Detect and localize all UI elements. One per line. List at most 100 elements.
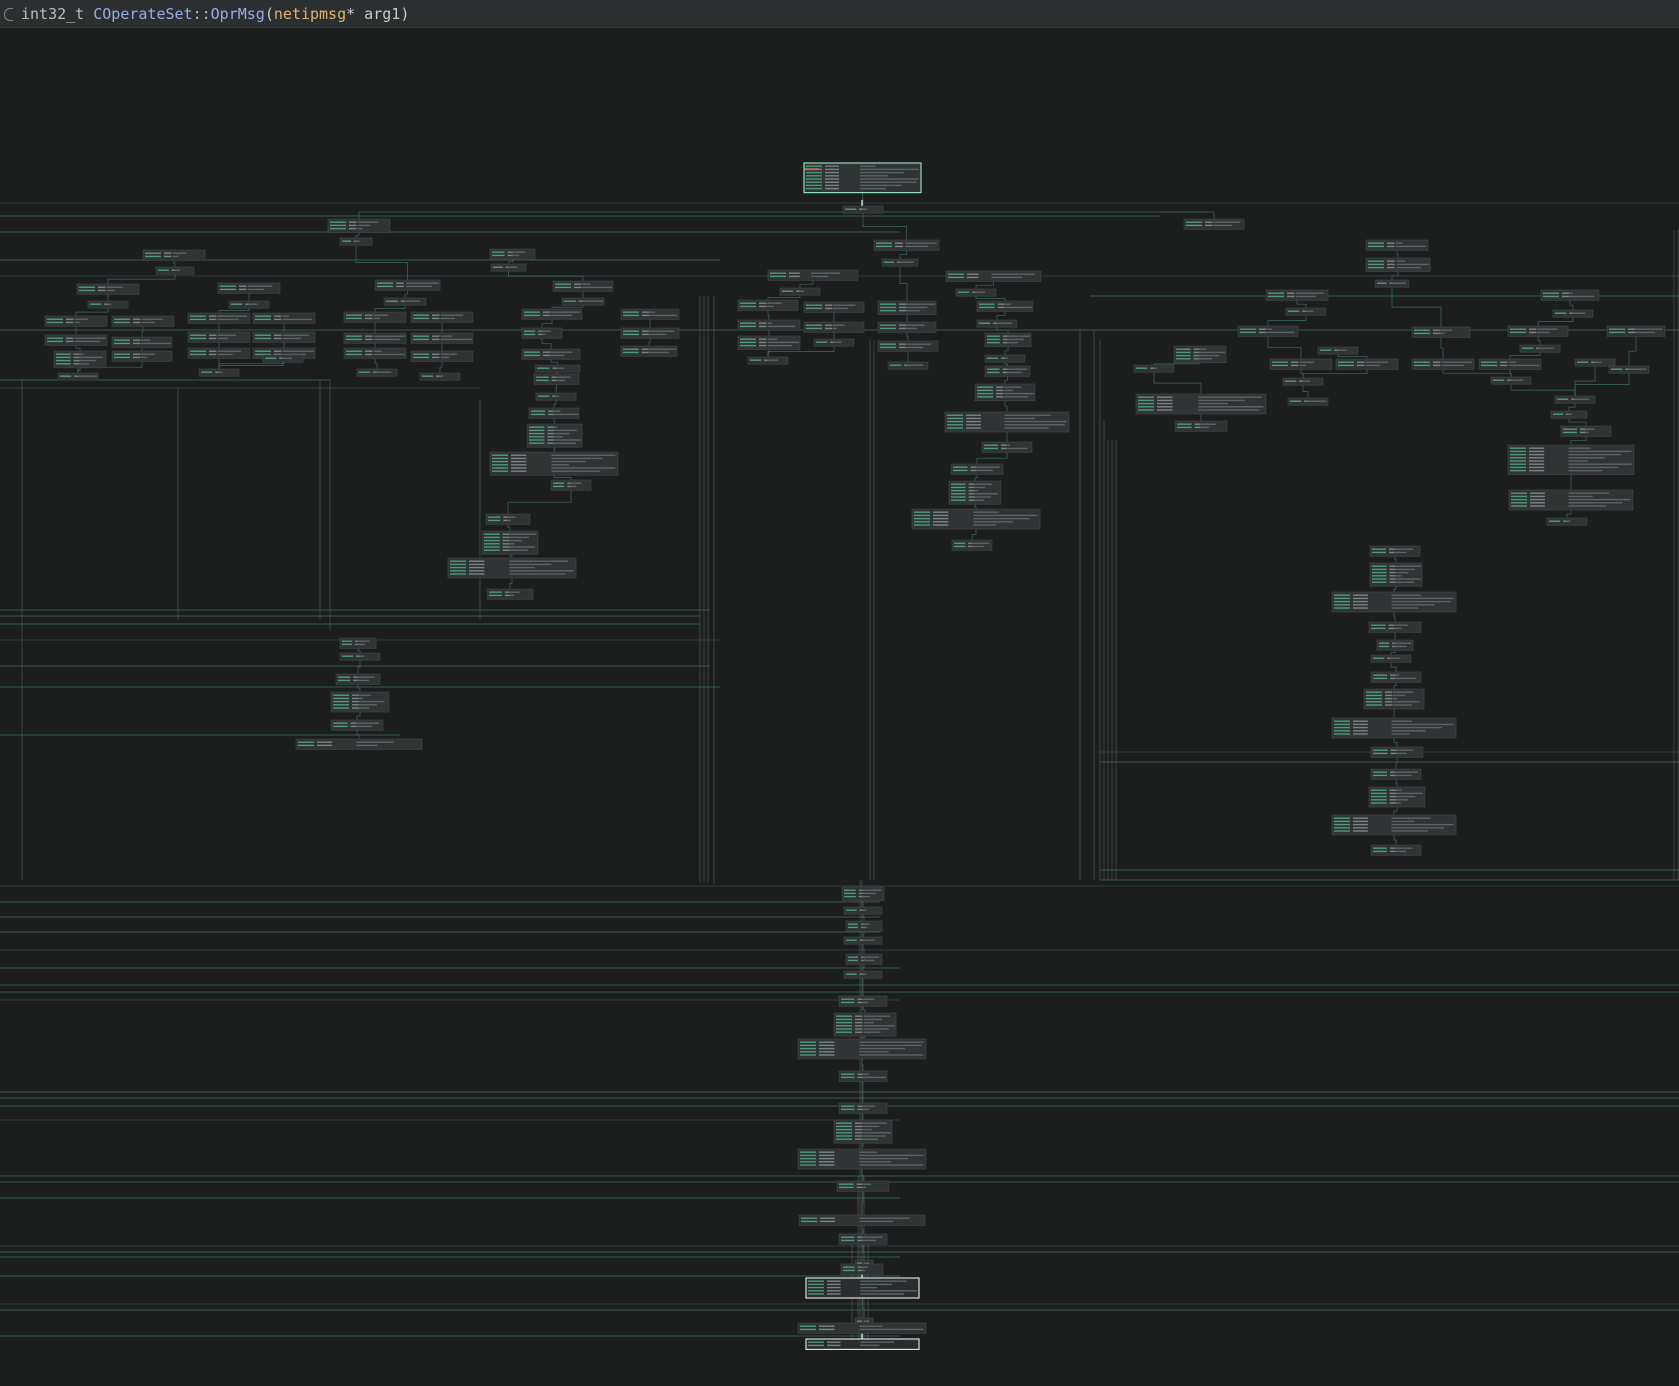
basic-block[interactable] [838, 1070, 888, 1082]
basic-block[interactable] [1365, 239, 1429, 251]
basic-block[interactable] [737, 335, 801, 350]
basic-block[interactable] [620, 308, 680, 320]
basic-block[interactable] [1540, 289, 1600, 301]
basic-block[interactable] [262, 354, 304, 363]
basic-block[interactable] [1554, 395, 1596, 404]
basic-block[interactable] [1507, 325, 1569, 337]
basic-block[interactable] [1133, 364, 1175, 373]
basic-block[interactable] [1574, 358, 1616, 367]
basic-block[interactable] [521, 327, 563, 339]
basic-block[interactable] [1369, 545, 1421, 557]
basic-block[interactable] [767, 269, 859, 281]
param-name[interactable]: arg1 [355, 4, 401, 23]
basic-block[interactable] [843, 970, 883, 979]
basic-block[interactable] [419, 372, 461, 381]
basic-block[interactable] [1335, 358, 1399, 370]
basic-block[interactable] [447, 557, 577, 579]
basic-block[interactable] [1552, 309, 1594, 318]
basic-block[interactable] [747, 356, 789, 365]
basic-block[interactable] [343, 311, 407, 323]
basic-block[interactable] [343, 347, 407, 359]
basic-block[interactable] [1411, 358, 1475, 370]
basic-block[interactable] [1376, 639, 1414, 651]
class-name[interactable]: COperateSet [93, 4, 193, 23]
basic-block[interactable] [410, 311, 474, 323]
basic-block[interactable] [1370, 768, 1422, 780]
basic-block[interactable] [410, 332, 474, 344]
basic-block[interactable] [1183, 218, 1245, 230]
basic-block[interactable] [1135, 393, 1267, 415]
basic-block[interactable] [374, 279, 441, 291]
basic-block[interactable] [805, 1338, 920, 1350]
basic-block[interactable] [534, 364, 581, 373]
basic-block[interactable] [1478, 358, 1542, 370]
basic-block[interactable] [217, 282, 281, 294]
basic-block[interactable] [805, 1277, 920, 1299]
basic-block[interactable] [833, 1012, 897, 1037]
basic-block[interactable] [1285, 307, 1327, 316]
basic-block[interactable] [1368, 786, 1426, 808]
basic-block[interactable] [803, 301, 865, 313]
basic-block[interactable] [1606, 325, 1666, 337]
basic-block[interactable] [877, 321, 937, 333]
basic-block[interactable] [339, 637, 377, 649]
basic-block[interactable] [1237, 325, 1299, 337]
basic-block[interactable] [481, 530, 539, 555]
basic-block[interactable] [111, 315, 175, 327]
basic-block[interactable] [911, 508, 1041, 530]
basic-block[interactable] [155, 266, 195, 275]
basic-block[interactable] [533, 373, 580, 385]
basic-block[interactable] [1282, 377, 1324, 386]
basic-block[interactable] [838, 995, 888, 1007]
basic-block[interactable] [981, 441, 1033, 453]
basic-block[interactable] [1370, 654, 1412, 663]
basic-block[interactable] [552, 280, 614, 292]
basic-block[interactable] [187, 331, 251, 343]
basic-block[interactable] [845, 953, 883, 965]
basic-block[interactable] [1369, 562, 1423, 587]
basic-block[interactable] [836, 1180, 890, 1192]
basic-block[interactable] [950, 463, 1004, 475]
basic-block[interactable] [797, 1038, 927, 1060]
basic-block[interactable] [228, 300, 270, 309]
basic-block[interactable] [1411, 326, 1471, 338]
basic-block[interactable] [330, 691, 390, 713]
basic-block[interactable] [1546, 517, 1588, 526]
basic-block[interactable] [76, 283, 140, 295]
basic-block[interactable] [53, 350, 107, 369]
basic-block[interactable] [951, 539, 993, 551]
basic-block[interactable] [797, 1148, 927, 1170]
basic-block[interactable] [845, 920, 883, 932]
basic-block[interactable] [486, 588, 534, 600]
basic-block[interactable] [887, 361, 929, 370]
basic-block[interactable] [1317, 346, 1359, 355]
control-flow-graph[interactable] [0, 28, 1679, 1386]
basic-block[interactable] [984, 365, 1031, 377]
basic-block[interactable] [974, 383, 1036, 402]
basic-block[interactable] [1365, 257, 1431, 272]
basic-block[interactable] [252, 312, 316, 324]
basic-block[interactable] [1265, 289, 1329, 301]
basic-block[interactable] [1331, 814, 1457, 836]
basic-block[interactable] [327, 218, 391, 233]
basic-block[interactable] [339, 237, 373, 246]
basic-block[interactable] [489, 451, 619, 476]
param-type[interactable]: netipmsg [273, 4, 347, 23]
basic-block[interactable] [620, 345, 678, 357]
basic-block[interactable] [620, 327, 680, 339]
basic-block[interactable] [737, 299, 799, 311]
basic-block[interactable] [198, 368, 240, 377]
basic-block[interactable] [984, 354, 1026, 363]
basic-block[interactable] [1490, 376, 1532, 385]
basic-block[interactable] [187, 312, 251, 324]
basic-block[interactable] [1608, 365, 1650, 374]
basic-block[interactable] [44, 315, 108, 327]
basic-block[interactable] [1331, 717, 1457, 739]
basic-block[interactable] [1287, 397, 1329, 406]
basic-block[interactable] [945, 270, 1042, 282]
basic-block[interactable] [356, 368, 398, 377]
basic-block[interactable] [1370, 746, 1424, 758]
basic-block[interactable] [813, 338, 855, 347]
basic-block[interactable] [948, 480, 1002, 505]
basic-block[interactable] [1374, 279, 1410, 288]
